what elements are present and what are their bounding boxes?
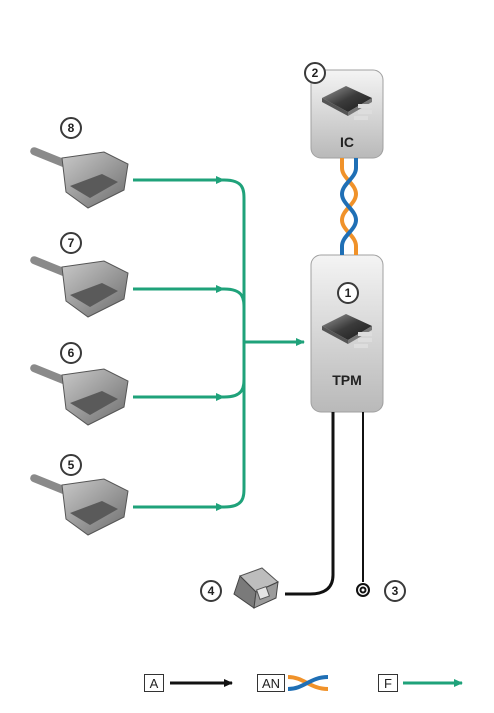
sensor-5-callout: 5 bbox=[60, 454, 82, 476]
legend-twisted-pair-symbol bbox=[287, 675, 329, 691]
ground-callout: 3 bbox=[384, 580, 406, 602]
sensor-6-callout: 6 bbox=[60, 342, 82, 364]
tpm-module bbox=[310, 254, 384, 413]
rf-links bbox=[133, 176, 305, 511]
fuse-icon bbox=[233, 567, 279, 609]
tire-sensor-7 bbox=[30, 256, 129, 318]
ic-module bbox=[310, 69, 384, 159]
ic-label: IC bbox=[340, 134, 354, 150]
ground-wire bbox=[356, 412, 370, 597]
sensor-8-callout: 8 bbox=[60, 117, 82, 139]
tire-sensor-6 bbox=[30, 364, 129, 426]
legend-f-label: F bbox=[378, 674, 398, 692]
twisted-pair-bus bbox=[339, 158, 359, 255]
legend-an-label: AN bbox=[257, 674, 285, 692]
fuse-callout: 4 bbox=[200, 580, 222, 602]
ic-number-callout: 2 bbox=[304, 62, 326, 84]
tpm-number-callout: 1 bbox=[337, 282, 359, 304]
tire-sensor-5 bbox=[30, 474, 129, 536]
tpm-label: TPM bbox=[332, 372, 362, 388]
ic-chip-icon bbox=[322, 86, 372, 120]
sensor-7-callout: 7 bbox=[60, 232, 82, 254]
power-wire bbox=[285, 412, 335, 596]
tpm-chip-icon bbox=[322, 314, 372, 348]
tire-sensor-8 bbox=[30, 147, 129, 209]
legend-a-label: A bbox=[144, 674, 164, 692]
